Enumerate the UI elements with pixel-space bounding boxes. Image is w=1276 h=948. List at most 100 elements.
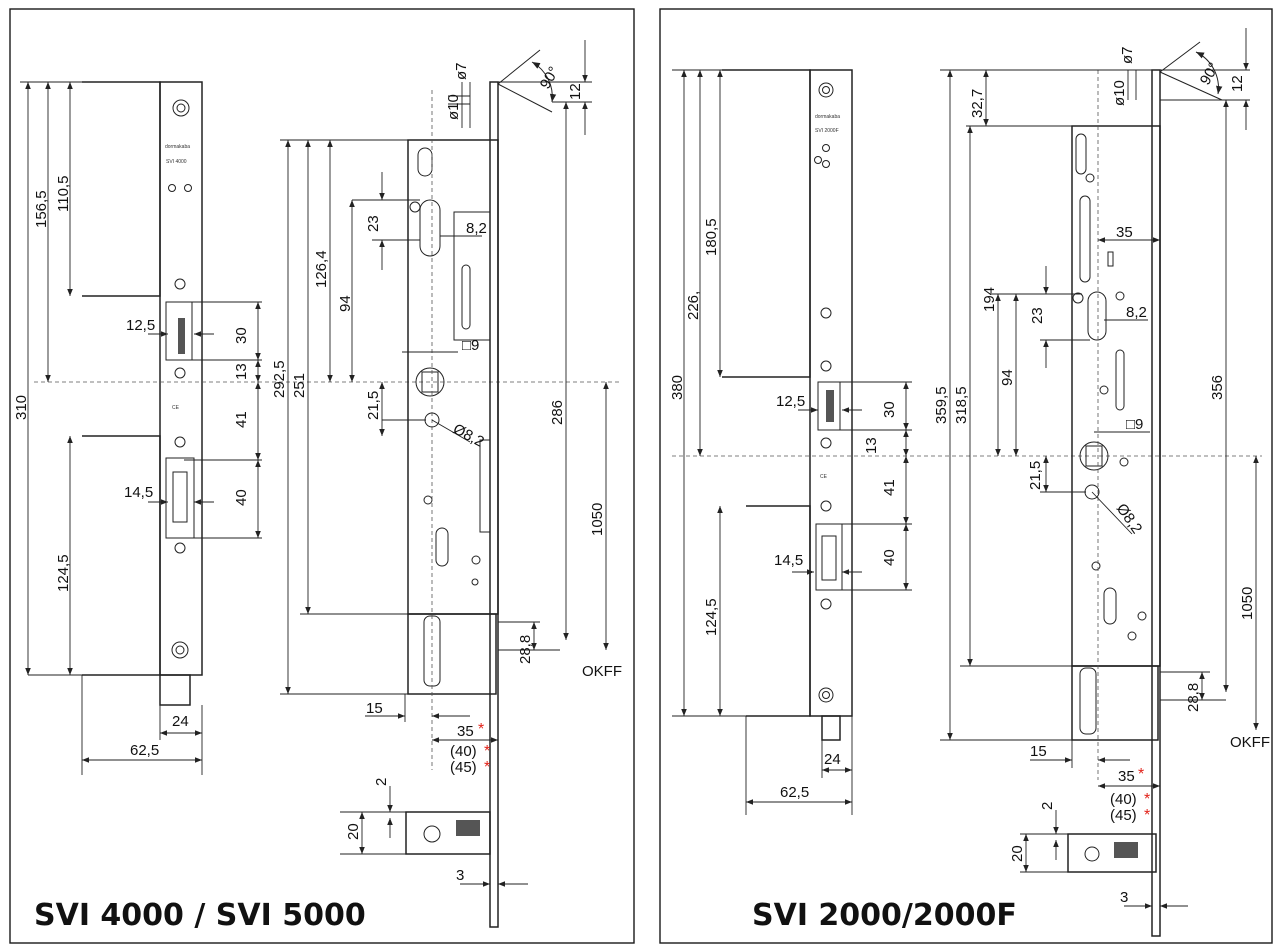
dim-dia-8-2: Ø8,2 — [450, 421, 487, 451]
dim-35: 35 — [457, 723, 474, 740]
dim-41: 41 — [233, 411, 250, 428]
okff-label: OKFF — [582, 663, 622, 680]
dim-286: 286 — [549, 400, 566, 425]
lock-body-right — [1071, 69, 1161, 937]
dim-30-right: 30 — [881, 401, 898, 418]
labels-left: 156,5 110,5 310 124,5 12,5 30 13 41 14,5… — [13, 62, 622, 933]
dim-dia-10: ø10 — [445, 94, 462, 120]
dim-45-alt: (45) — [450, 759, 477, 776]
dim-square-9-right: □9 — [1126, 416, 1143, 433]
dim-40-right: 40 — [881, 549, 898, 566]
follower-angle-left — [497, 49, 553, 113]
dim-12-5-right: 12,5 — [776, 393, 805, 410]
dim-1050: 1050 — [589, 503, 606, 536]
dim-32-7: 32,7 — [969, 89, 986, 118]
dim-62-5: 62,5 — [130, 742, 159, 759]
panel-left: dormakaba SVI 4000 CE — [9, 8, 635, 944]
dim-12-5: 12,5 — [126, 317, 155, 334]
dim-3-right: 3 — [1120, 889, 1128, 906]
dim-15-right: 15 — [1030, 743, 1047, 760]
plate-text-brand: dormakaba — [165, 144, 190, 150]
ce-mark: CE — [172, 405, 180, 411]
dims-lock-left — [280, 40, 609, 887]
dim-124-5-right: 124,5 — [703, 598, 720, 636]
dim-40-alt-right: (40) — [1110, 791, 1137, 808]
plate-text-model: SVI 4000 — [166, 159, 187, 165]
dim-156-5: 156,5 — [33, 190, 50, 228]
dim-23-right: 23 — [1029, 307, 1046, 324]
dim-194: 194 — [981, 287, 998, 312]
dim-1050-right: 1050 — [1239, 587, 1256, 620]
asterisk-45-right: * — [1144, 807, 1150, 824]
dim-21-5-right: 21,5 — [1027, 461, 1044, 490]
dim-359-5: 359,5 — [933, 386, 950, 424]
dims-lock-right — [940, 28, 1259, 909]
dim-292-5: 292,5 — [271, 360, 288, 398]
follower-angle-right — [1159, 41, 1223, 101]
dims-plate-right — [672, 69, 912, 815]
dim-35-top: 35 — [1116, 224, 1133, 241]
keeper-left — [405, 811, 491, 855]
lock-body-left — [407, 81, 499, 928]
dim-318-5: 318,5 — [953, 386, 970, 424]
asterisk-45: * — [484, 759, 490, 776]
panel-right-frame — [659, 8, 1273, 944]
labels-right: 380 226, 180,5 124,5 12,5 30 13 41 14,5 … — [669, 46, 1270, 933]
dim-2-right: 2 — [1039, 802, 1056, 810]
dim-20: 20 — [345, 823, 362, 840]
dim-45-alt-right: (45) — [1110, 807, 1137, 824]
dim-15: 15 — [366, 700, 383, 717]
keeper-right — [1067, 833, 1157, 873]
dim-28-8-right: 28,8 — [1185, 683, 1202, 712]
dim-3: 3 — [456, 867, 464, 884]
dim-356: 356 — [1209, 375, 1226, 400]
dim-13: 13 — [233, 363, 250, 380]
dim-35-right: 35 — [1118, 768, 1135, 785]
panel-right: dormakaba SVI 2000F CE — [659, 8, 1273, 944]
okff-label-right: OKFF — [1230, 734, 1270, 751]
dim-62-5-right: 62,5 — [780, 784, 809, 801]
ce-mark-right: CE — [820, 474, 828, 480]
plate-text-brand-right: dormakaba — [815, 114, 840, 120]
dim-21-5: 21,5 — [365, 391, 382, 420]
dim-28-8: 28,8 — [517, 635, 534, 664]
title-left: SVI 4000 / SVI 5000 — [34, 898, 366, 933]
strike-plate-right: dormakaba SVI 2000F CE — [722, 69, 853, 741]
dim-8-2: 8,2 — [466, 220, 487, 237]
dim-14-5: 14,5 — [124, 484, 153, 501]
dim-12-right: 12 — [1229, 75, 1246, 92]
dim-14-5-right: 14,5 — [774, 552, 803, 569]
dim-30: 30 — [233, 327, 250, 344]
dim-20-right: 20 — [1009, 845, 1026, 862]
dim-94: 94 — [337, 295, 354, 312]
dim-124-5: 124,5 — [55, 554, 72, 592]
dim-12: 12 — [567, 83, 584, 100]
asterisk-35-right: * — [1138, 766, 1144, 783]
dim-2: 2 — [373, 778, 390, 786]
dim-226: 226, — [685, 291, 702, 320]
dim-13-right: 13 — [863, 437, 880, 454]
strike-plate-left: dormakaba SVI 4000 CE — [82, 81, 203, 706]
dim-90-deg-right: 90° — [1197, 60, 1223, 88]
asterisk-40-right: * — [1144, 791, 1150, 808]
dim-8-2-right: 8,2 — [1126, 304, 1147, 321]
dim-square-9: □9 — [462, 337, 479, 354]
panel-left-frame — [9, 8, 635, 944]
dims-plate-left — [20, 81, 262, 775]
dim-110-5: 110,5 — [55, 176, 72, 212]
dim-24: 24 — [172, 713, 189, 730]
dim-23: 23 — [365, 215, 382, 232]
asterisk-35: * — [478, 721, 484, 738]
dim-94-right: 94 — [999, 369, 1016, 386]
dim-dia-10-right: ø10 — [1111, 80, 1128, 106]
title-right: SVI 2000/2000F — [752, 898, 1017, 933]
dim-380: 380 — [669, 375, 686, 400]
dim-251: 251 — [291, 373, 308, 398]
dim-126-4: 126,4 — [313, 250, 330, 288]
dim-41-right: 41 — [881, 479, 898, 496]
dim-24-right: 24 — [824, 751, 841, 768]
dim-40: 40 — [233, 489, 250, 506]
asterisk-40: * — [484, 743, 490, 760]
dim-40-alt: (40) — [450, 743, 477, 760]
